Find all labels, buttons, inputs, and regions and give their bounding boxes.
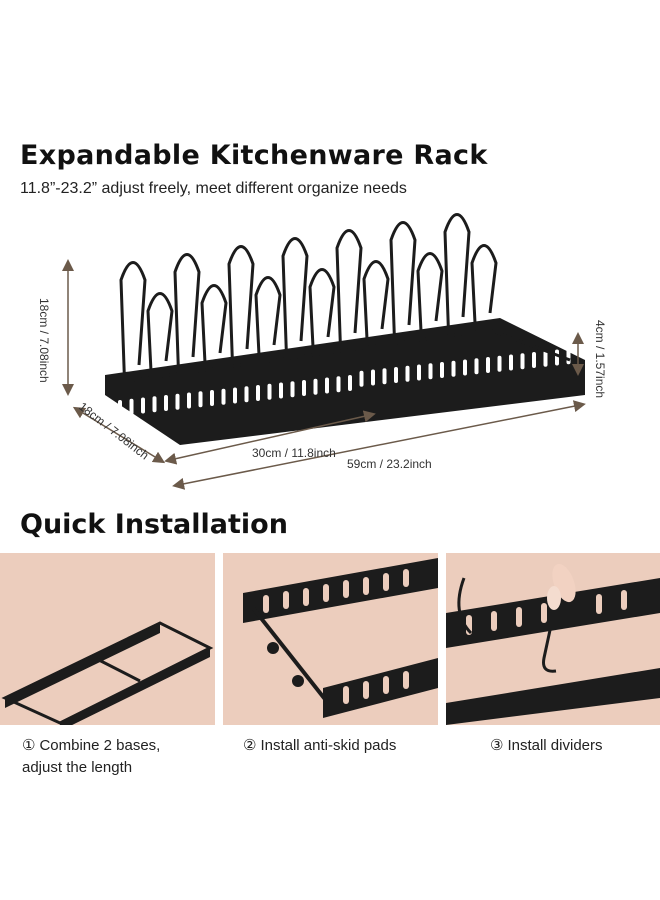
- installation-title: Quick Installation: [20, 509, 288, 540]
- rack-base-slot: [463, 359, 467, 376]
- rack-base-slot: [302, 380, 306, 396]
- rack-base-slot: [279, 382, 283, 399]
- step-2-number: ②: [243, 737, 257, 754]
- rack-divider-wire: [200, 284, 228, 384]
- rack-divider-wire: [173, 253, 201, 388]
- rack-base-slot: [325, 377, 329, 394]
- rack-base-slot: [210, 390, 214, 406]
- rack-divider-wire: [416, 252, 444, 352]
- rack-base-slot: [129, 398, 134, 415]
- rack-divider-wire: [146, 292, 174, 392]
- rack-base-slot: [175, 393, 180, 410]
- rack-base-slot: [336, 376, 341, 393]
- rack-divider-wire: [308, 268, 336, 368]
- rack-divider-wire: [389, 221, 417, 356]
- rack-divider-wire: [443, 213, 471, 348]
- page-title: Expandable Kitchenware Rack: [20, 140, 488, 171]
- rack-base-slot: [497, 355, 502, 372]
- dim-short-length-label: 30cm / 11.8inch: [252, 446, 336, 460]
- dim-long-length-label: 59cm / 23.2inch: [347, 457, 432, 471]
- rack-divider-wire: [119, 261, 147, 396]
- rack-base-inner: [119, 328, 571, 384]
- rack-base-slot: [244, 386, 249, 403]
- rack-illustration: 18cm / 7.08inch 4cm / 1.57inch 18cm / 7.…: [37, 213, 607, 490]
- rack-dividers: [119, 213, 498, 396]
- rack-base-slot: [509, 354, 513, 371]
- rack-divider-wire: [254, 276, 282, 376]
- rack-divider-wire: [227, 245, 255, 380]
- rack-base-slot: [474, 358, 479, 375]
- rack-base-slot: [152, 396, 157, 413]
- rack-base-slot: [198, 391, 203, 408]
- rack-base-slot: [359, 370, 364, 387]
- step-2-label: Install anti-skid pads: [260, 737, 397, 754]
- rack-base-slot: [566, 348, 571, 365]
- rack-base-slot: [440, 362, 444, 378]
- rack-divider-wire: [362, 260, 390, 360]
- dim-height-label: 18cm / 7.08inch: [37, 298, 51, 383]
- rack-base-slot: [371, 369, 375, 386]
- rack-base-slot: [118, 400, 122, 416]
- rack-base-slot: [313, 378, 318, 395]
- rack-base-slot: [394, 367, 398, 383]
- rack-base-slot: [417, 364, 421, 381]
- step-1-photo: [0, 553, 215, 725]
- rack-base-slot: [187, 392, 191, 409]
- step-1-label-line2: adjust the length: [22, 759, 133, 776]
- rack-base-slot: [348, 375, 352, 391]
- step-3-label: Install dividers: [507, 737, 603, 754]
- rack-base-slot: [520, 353, 525, 370]
- dim-base-height-label: 4cm / 1.57inch: [593, 320, 607, 398]
- rack-base-slot: [486, 357, 490, 373]
- rack-base-slot: [555, 349, 559, 366]
- rack-divider-wire: [281, 237, 309, 372]
- step-1-label: Combine 2 bases,: [39, 737, 161, 754]
- rack-base-slot: [543, 350, 548, 367]
- rack-base-slot: [267, 383, 272, 400]
- rack-base-slot: [233, 387, 237, 404]
- rack-base-slot: [290, 381, 295, 398]
- rack-base-slot: [256, 385, 260, 401]
- rack-base-slot: [428, 363, 433, 380]
- rack-divider-wire: [470, 244, 498, 344]
- page-subtitle: 11.8”-23.2” adjust freely, meet differen…: [20, 180, 407, 197]
- step-3-photo: [446, 553, 660, 725]
- rack-base-slot: [451, 360, 456, 377]
- step-1-number: ①: [22, 737, 36, 754]
- rack-base-slot: [382, 368, 387, 385]
- rack-base-slot: [221, 388, 226, 405]
- rack-base-slot: [532, 352, 536, 368]
- step-2-photo: [223, 553, 438, 725]
- step-3-number: ③: [490, 737, 504, 754]
- rack-base-slot: [141, 397, 145, 414]
- rack-base-slot: [405, 365, 410, 382]
- rack-base-slot: [164, 395, 168, 411]
- rack-divider-wire: [335, 229, 363, 364]
